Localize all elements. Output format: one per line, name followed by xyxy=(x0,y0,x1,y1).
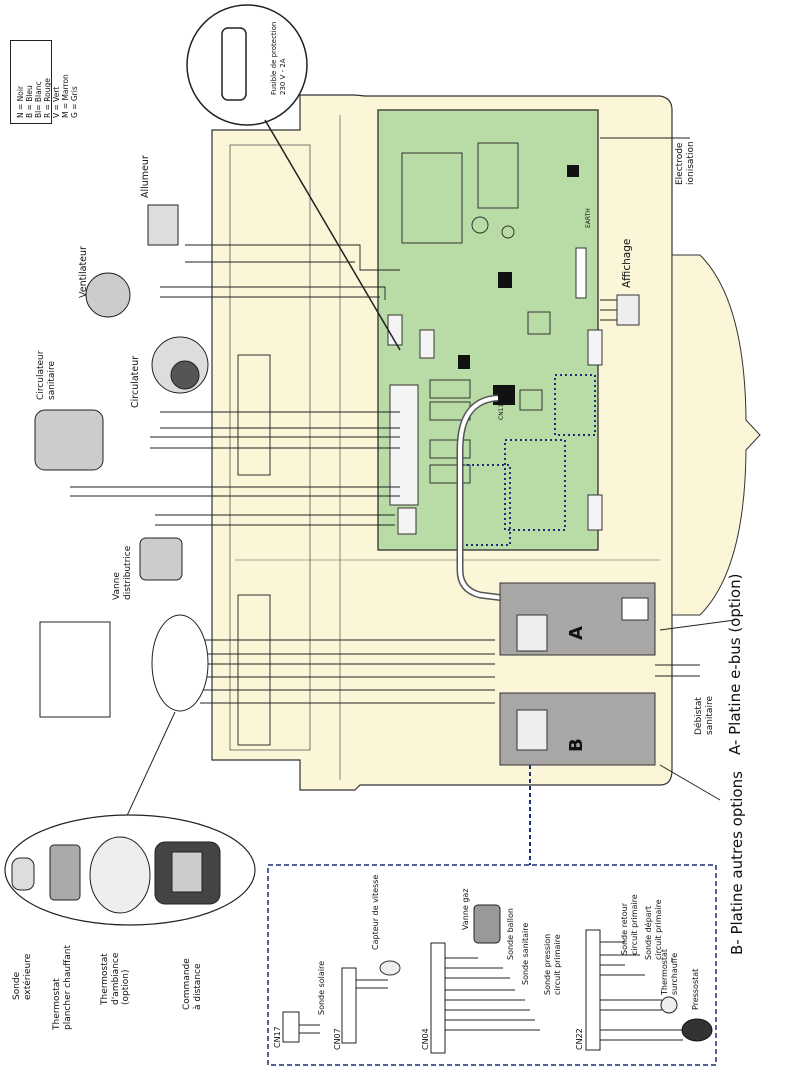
board-chip xyxy=(567,165,579,177)
vanne-distributrice-label: Vanne distributrice xyxy=(112,545,133,600)
cn07-connector xyxy=(341,967,357,1044)
cn17-label: CN17 xyxy=(273,1026,282,1048)
ventilateur-label: Ventilateur xyxy=(78,246,89,298)
allumeur-label: Allumeur xyxy=(140,155,151,198)
vanne-gaz-label: Vanne gaz xyxy=(461,888,470,930)
cn04-connector xyxy=(430,942,446,1054)
capteur-vitesse-label: Capteur de vitesse xyxy=(371,874,380,950)
board-capacitor xyxy=(471,216,489,234)
ribbon-cable-inner xyxy=(458,396,521,602)
fuse-icon xyxy=(221,27,247,101)
sonde-solaire-label: Sonde solaire xyxy=(317,960,326,1015)
debistat-label: Débistat sanitaire xyxy=(694,696,715,735)
sonde-retour-label: Sonde retour circuit primaire xyxy=(620,894,639,955)
housing-hood xyxy=(671,254,761,616)
thermostat-plancher-label: Thermostat plancher chauffant xyxy=(52,944,73,1030)
board-connector xyxy=(587,329,603,366)
board-relay xyxy=(429,439,471,459)
board-connector xyxy=(519,389,543,411)
legend-text: N = Noir B = Bleu Bl= Blanc R = Rouge V … xyxy=(16,74,79,118)
platine-a-title: A- Platine e-bus (option) xyxy=(726,573,744,755)
fuse-label: Fusible de protection 230 V - 2A xyxy=(270,21,287,95)
option-area-dotted xyxy=(554,374,596,436)
cn07-label: CN07 xyxy=(333,1028,342,1050)
board-relay xyxy=(429,464,471,484)
thermostat-surchauffe-icon xyxy=(660,996,678,1014)
capteur-vitesse-icon xyxy=(379,960,401,976)
thermostat-ambiance-icon xyxy=(89,836,151,914)
board-connector xyxy=(575,247,587,299)
option-box-wires xyxy=(299,941,683,1041)
cn04-label: CN04 xyxy=(421,1028,430,1050)
board-component xyxy=(401,152,463,244)
platine-a-pointer xyxy=(659,619,736,631)
platine-b xyxy=(499,692,656,766)
affichage-connector xyxy=(616,294,640,326)
board-connector xyxy=(389,384,419,506)
circulateur-label: Circulateur xyxy=(130,355,141,408)
accessory-box xyxy=(39,621,111,718)
vanne-distributrice-icon xyxy=(139,537,183,581)
platine-b-terminal xyxy=(516,709,548,751)
board-capacitor xyxy=(501,225,515,239)
board-connector xyxy=(419,329,435,359)
platine-b-letter: B xyxy=(566,738,587,752)
platine-b-title: B- Platine autres options xyxy=(728,771,746,955)
allumeur-icon xyxy=(147,204,179,246)
option-area-dotted xyxy=(504,439,566,531)
thermostat-ambiance-label: Thermostat d'ambiance (option) xyxy=(100,952,131,1005)
sonde-exterieure-icon xyxy=(11,857,35,891)
fuse-callout xyxy=(186,4,308,126)
main-wires xyxy=(70,137,700,704)
circulateur-sanitaire-label: Circulateur sanitaire xyxy=(36,350,57,400)
terminal-strip-upper xyxy=(237,354,271,476)
cn11-connector xyxy=(493,385,515,405)
ventilateur-icon xyxy=(85,272,131,318)
fuse-pointer xyxy=(264,119,401,351)
affichage-label: Affichage xyxy=(621,238,633,288)
board-chip xyxy=(498,272,512,288)
sonde-pression-label: Sonde pression circuit primaire xyxy=(543,933,562,995)
accessory-pointer xyxy=(124,711,176,821)
circulateur-inner xyxy=(170,360,200,390)
cn17-connector xyxy=(282,1011,300,1043)
sonde-ballon-label: Sonde ballon xyxy=(506,908,515,960)
thermostat-surchauffe-label: Thermostat surchauffe xyxy=(660,948,679,995)
sonde-sanitaire-label: Sonde sanitaire xyxy=(521,922,530,985)
cn22-connector xyxy=(585,929,601,1051)
cn22-label: CN22 xyxy=(575,1028,584,1050)
commande-distance-label: Commande à distance xyxy=(182,958,203,1010)
circulateur-sanitaire-icon xyxy=(34,409,104,471)
legend-box xyxy=(10,40,52,124)
platine-a-letter: A xyxy=(566,626,587,640)
terminal-strip-lower xyxy=(237,594,271,746)
pressostat-icon xyxy=(681,1018,713,1042)
board-relay xyxy=(429,379,471,399)
accessory-terminals xyxy=(151,614,209,712)
board-chip xyxy=(458,355,470,369)
thermostat-plancher-icon xyxy=(49,844,81,901)
board-connector xyxy=(397,507,417,535)
electrode-label: Electrode ionisation xyxy=(675,141,696,185)
housing-inner-frame xyxy=(229,144,311,751)
vanne-gaz-icon xyxy=(473,904,501,944)
platine-a-connector xyxy=(621,597,649,621)
platine-a-terminal xyxy=(516,614,548,652)
pressostat-label: Pressostat xyxy=(691,968,700,1010)
board-connector xyxy=(587,494,603,531)
board-component xyxy=(477,142,519,209)
board-chip xyxy=(527,311,551,335)
cn11-label: CN11 xyxy=(498,403,505,420)
commande-distance-screen xyxy=(171,851,203,893)
sonde-exterieure-label: Sonde extérieure xyxy=(12,953,33,1000)
platine-b-pointer xyxy=(659,764,721,801)
earth-label: EARTH xyxy=(585,208,592,228)
